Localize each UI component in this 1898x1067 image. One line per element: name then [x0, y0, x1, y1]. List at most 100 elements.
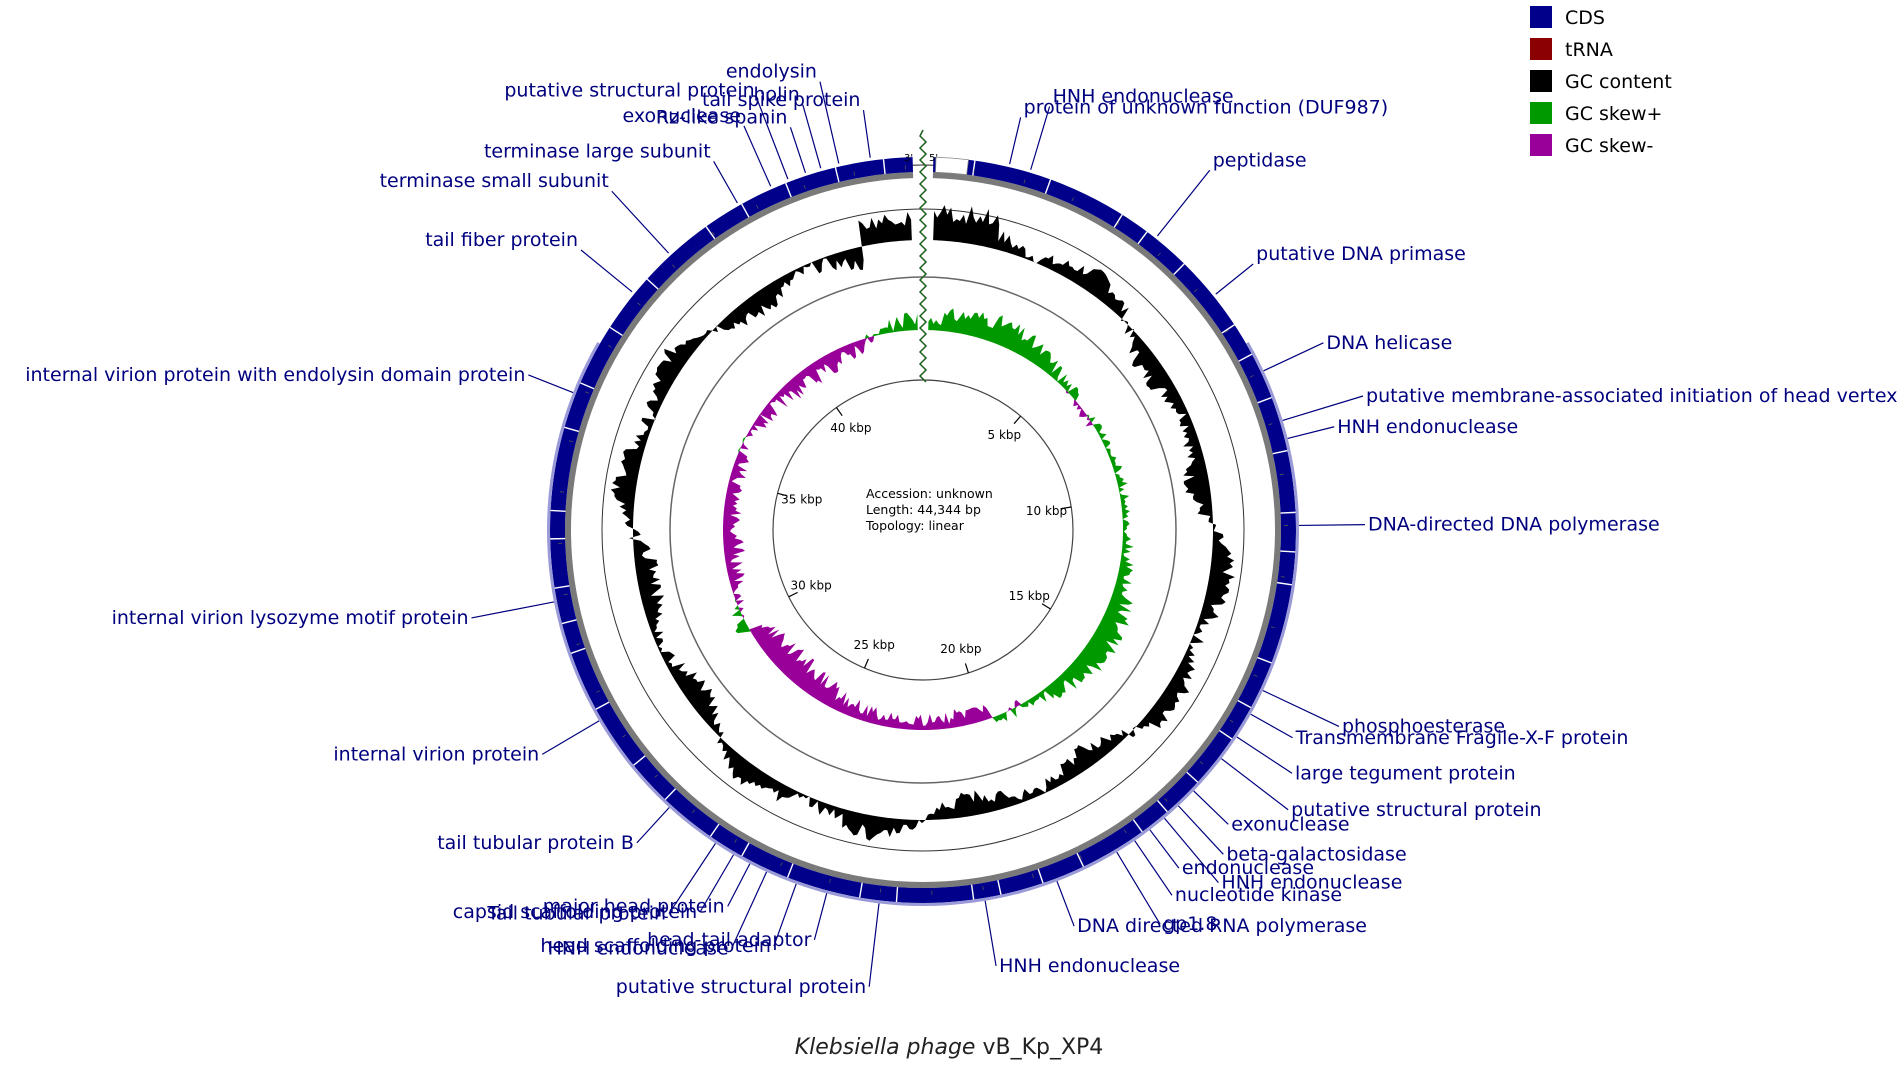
minor-tick [576, 643, 581, 646]
legend-label: GC skew- [1565, 135, 1653, 157]
feature-label: DNA-directed DNA polymerase [1368, 514, 1660, 536]
leader-line [636, 807, 670, 844]
leader-line [757, 100, 789, 180]
kbp-tick [1061, 506, 1072, 510]
gene-boundary [1238, 353, 1253, 362]
leader-line [1056, 881, 1075, 927]
kbp-tick-label: 25 kbp [854, 638, 895, 652]
feature-label: tail tubular protein B [437, 832, 634, 854]
kbp-tick-label: 20 kbp [940, 642, 981, 656]
genome-end-seam [918, 129, 928, 383]
gene-boundary [741, 203, 750, 218]
feature-label: internal virion protein with endolysin d… [25, 364, 525, 386]
leader-line [471, 601, 555, 619]
leader-line [1262, 690, 1340, 727]
minor-tick [1123, 829, 1127, 834]
minor-tick [568, 440, 574, 443]
caption-plain: vB_Kp_XP4 [982, 1035, 1104, 1060]
kbp-tick-label: 30 kbp [790, 579, 831, 593]
gene-boundary [1113, 214, 1123, 228]
gene-boundary [972, 160, 976, 176]
leader-line [541, 720, 600, 755]
figure-caption: Klebsiella phage vB_Kp_XP4 [0, 1035, 1898, 1060]
gene-boundary [785, 182, 792, 198]
leader-line [731, 871, 768, 949]
legend-label: CDS [1565, 7, 1605, 29]
leader-line [713, 160, 738, 204]
gene-boundary [579, 382, 595, 390]
minor-tick [1071, 197, 1074, 202]
kbp-tick [1041, 603, 1051, 610]
minor-tick [982, 885, 984, 891]
gene-boundary [709, 823, 720, 837]
leader-line [1236, 736, 1293, 774]
gene-boundary [664, 788, 677, 801]
feature-label: Transmembrane Fragile-X-F protein [1295, 727, 1629, 749]
legend-swatch [1530, 70, 1552, 92]
minor-tick [973, 168, 975, 173]
kbp-tick [1013, 415, 1022, 425]
feature-label: peptidase [1213, 149, 1307, 171]
leader-line [1298, 524, 1365, 527]
minor-tick [622, 734, 626, 738]
feature-label: beta-galactosidase [1226, 843, 1406, 865]
minor-tick [711, 231, 715, 236]
legend-swatch [1530, 102, 1552, 124]
feature-label: gp1.8 [1163, 913, 1217, 935]
gene-boundary [1076, 852, 1085, 868]
gene-boundary [1237, 699, 1252, 709]
gene-boundary [858, 882, 863, 898]
legend-swatch [1530, 38, 1552, 60]
leader-line [580, 249, 633, 293]
kbp-tick-label: 5 kbp [988, 428, 1022, 442]
gene-boundary [550, 509, 566, 512]
feature-label: HNH endonuclease [999, 955, 1180, 977]
length-text: Length: 44,344 bp [866, 502, 981, 517]
three-prime-mark: 3' [904, 153, 913, 164]
gene-boundary [554, 585, 570, 589]
minor-tick [1079, 854, 1082, 859]
gene-boundary [1221, 324, 1235, 334]
feature-label: HNH endonuclease [1221, 872, 1402, 894]
leader-line [868, 903, 880, 987]
feature-label: putative structural protein [616, 976, 866, 998]
feature-label: putative membrane-associated initiation … [1366, 385, 1897, 407]
minor-tick [756, 205, 759, 209]
minor-tick [829, 878, 831, 883]
gene-boundary [1186, 771, 1199, 783]
leader-line [1149, 829, 1180, 869]
leader-line [1009, 117, 1022, 165]
gene-boundary [1219, 730, 1233, 740]
minor-tick [853, 171, 856, 176]
minor-tick [563, 593, 568, 596]
feature-label: large tegument protein [1295, 762, 1516, 784]
gene-boundary [1044, 179, 1052, 194]
leader-line [819, 81, 840, 164]
leader-line [611, 190, 670, 254]
gene-boundary [1173, 263, 1185, 275]
leader-line [984, 900, 997, 967]
feature-labels: protein of unknown function (DUF987) HNH … [25, 61, 1897, 998]
feature-label: head scaffolding protein [540, 935, 770, 957]
kbp-tick-label: 40 kbp [830, 421, 871, 435]
feature-label: DNA directed RNA polymerase [1077, 915, 1367, 937]
leader-line [1287, 426, 1335, 440]
cds-track [547, 156, 1299, 906]
minor-tick [1229, 719, 1234, 723]
feature-label: exonuclease [1231, 813, 1349, 835]
kbp-tick [964, 663, 970, 674]
feature-label: protein of unknown function (DUF987) [1024, 96, 1389, 118]
minor-tick [1280, 576, 1285, 578]
leader-line [699, 854, 735, 913]
gene-boundary [1277, 581, 1293, 586]
leader-line [802, 104, 822, 169]
accession-text: Accession: unknown [866, 486, 993, 501]
gene-boundary [609, 326, 623, 337]
feature-label: putative structural protein [504, 80, 754, 102]
leader-line [1178, 805, 1224, 855]
leader-line [668, 843, 716, 914]
gene-boundary [1280, 511, 1296, 514]
gene-boundary [1037, 868, 1044, 884]
